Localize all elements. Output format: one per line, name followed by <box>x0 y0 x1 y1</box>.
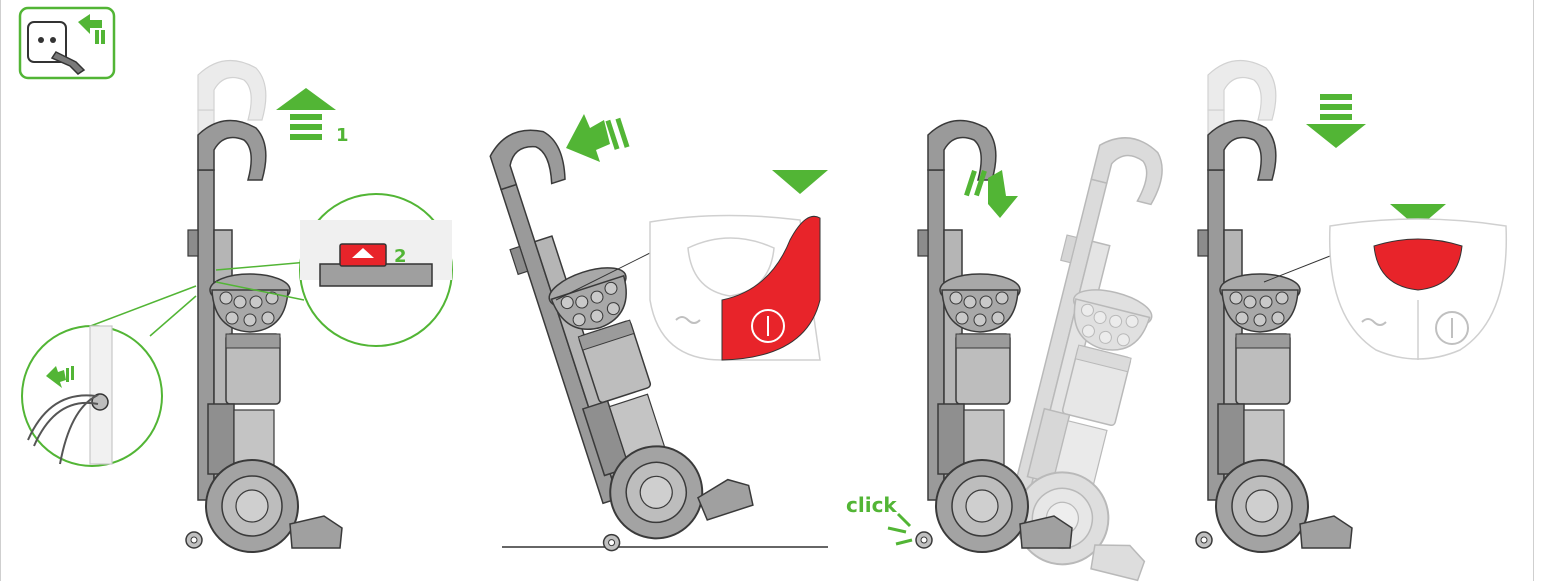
step-2-label: 2 <box>394 246 407 267</box>
cord-clip-callout <box>22 286 196 466</box>
panel-1: 1 2 <box>22 60 452 552</box>
step-1-label: 1 <box>336 125 349 146</box>
panel-3: click <box>846 120 1243 582</box>
click-indicator: click <box>846 493 912 544</box>
click-label: click <box>846 493 897 517</box>
arrow-up-icon <box>276 88 336 140</box>
panel-2 <box>474 98 828 557</box>
control-panel-callout <box>1330 219 1507 360</box>
arrow-back-icon <box>566 114 629 162</box>
unplug-icon <box>20 8 114 78</box>
panel-4 <box>1196 60 1506 552</box>
arrow-forward-icon <box>964 170 1018 218</box>
control-panel-callout <box>650 215 820 360</box>
arrow-down-icon <box>1306 94 1366 148</box>
